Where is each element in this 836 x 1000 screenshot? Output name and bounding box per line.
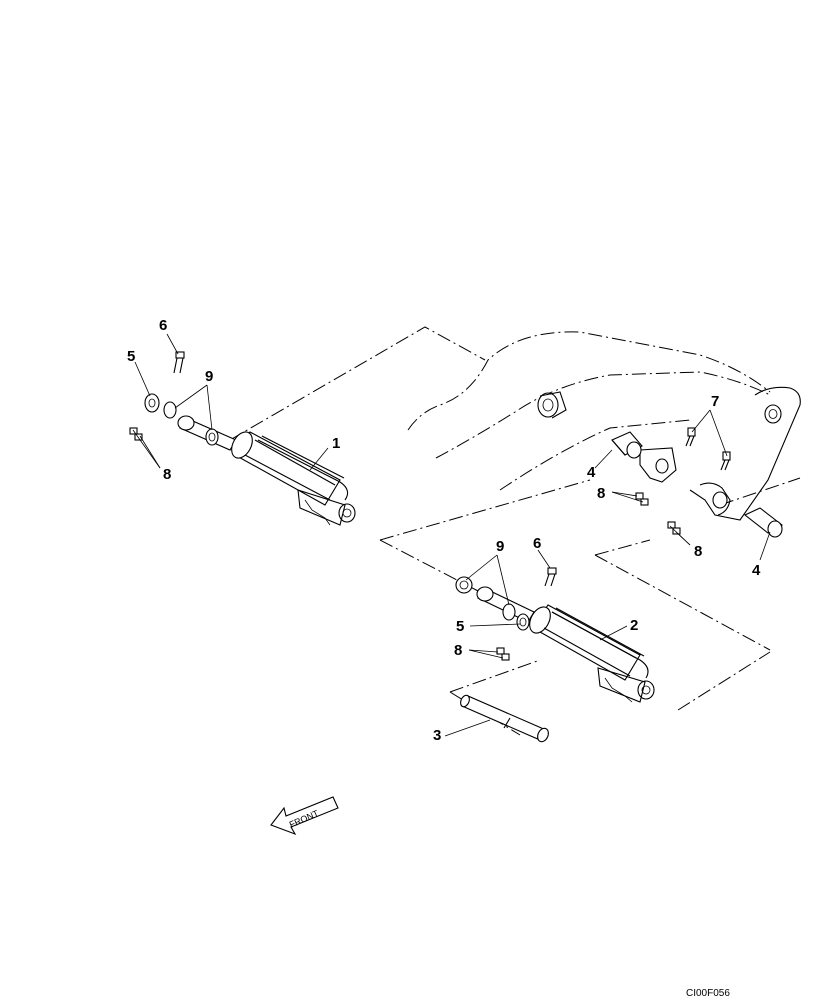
part-label-8-bracket: 8: [597, 485, 605, 502]
washer-5-lower: [516, 613, 530, 631]
pin-4-right: [743, 507, 783, 538]
part-label-1: 1: [332, 435, 340, 452]
boom-tip-bracket: [689, 386, 801, 521]
part-label-5-lower: 5: [456, 618, 464, 635]
nuts-8-upper-bracket: [635, 492, 649, 506]
figure-code: CI00F056: [686, 988, 730, 999]
bolt-7-b: [720, 451, 731, 471]
leader-lines: [132, 333, 771, 737]
pin-3: [460, 694, 549, 743]
cylinder-2: [476, 586, 655, 703]
part-label-3: 3: [433, 727, 441, 744]
part-label-4-lower: 4: [752, 562, 761, 579]
cylinder-1: [177, 415, 356, 526]
part-label-9-upper: 9: [205, 368, 213, 385]
bolt-6-lower: [544, 567, 557, 587]
front-arrow: FRONT: [270, 796, 339, 836]
boom-outline: [229, 326, 801, 736]
part-label-8-right: 8: [694, 543, 702, 560]
part-label-8-upper-left: 8: [163, 466, 171, 483]
bolt-6-upper: [173, 351, 185, 374]
part-label-4-upper: 4: [587, 464, 596, 481]
boom-pivot-boss: [537, 391, 567, 419]
washers-9-upper: [163, 401, 219, 446]
part-label-8-lower-left: 8: [454, 642, 462, 659]
part-label-6-lower: 6: [533, 535, 541, 552]
washers-9-lower: [455, 576, 516, 621]
part-label-6-upper: 6: [159, 317, 167, 334]
part-label-9-lower: 9: [496, 538, 504, 555]
nuts-8-lower-left: [496, 647, 510, 661]
part-label-5-upper: 5: [127, 348, 135, 365]
part-label-7: 7: [711, 393, 719, 410]
part-label-2: 2: [630, 617, 638, 634]
part-labels: 1 2 3 4 4 5 5 6 6 7 8 8 8 8 9 9: [127, 317, 761, 744]
link-bracket: [639, 447, 677, 483]
bolt-7-a: [685, 427, 696, 447]
nuts-8-lower-bracket: [667, 521, 681, 535]
washer-5-upper: [144, 393, 160, 413]
pin-4-left: [611, 431, 643, 459]
